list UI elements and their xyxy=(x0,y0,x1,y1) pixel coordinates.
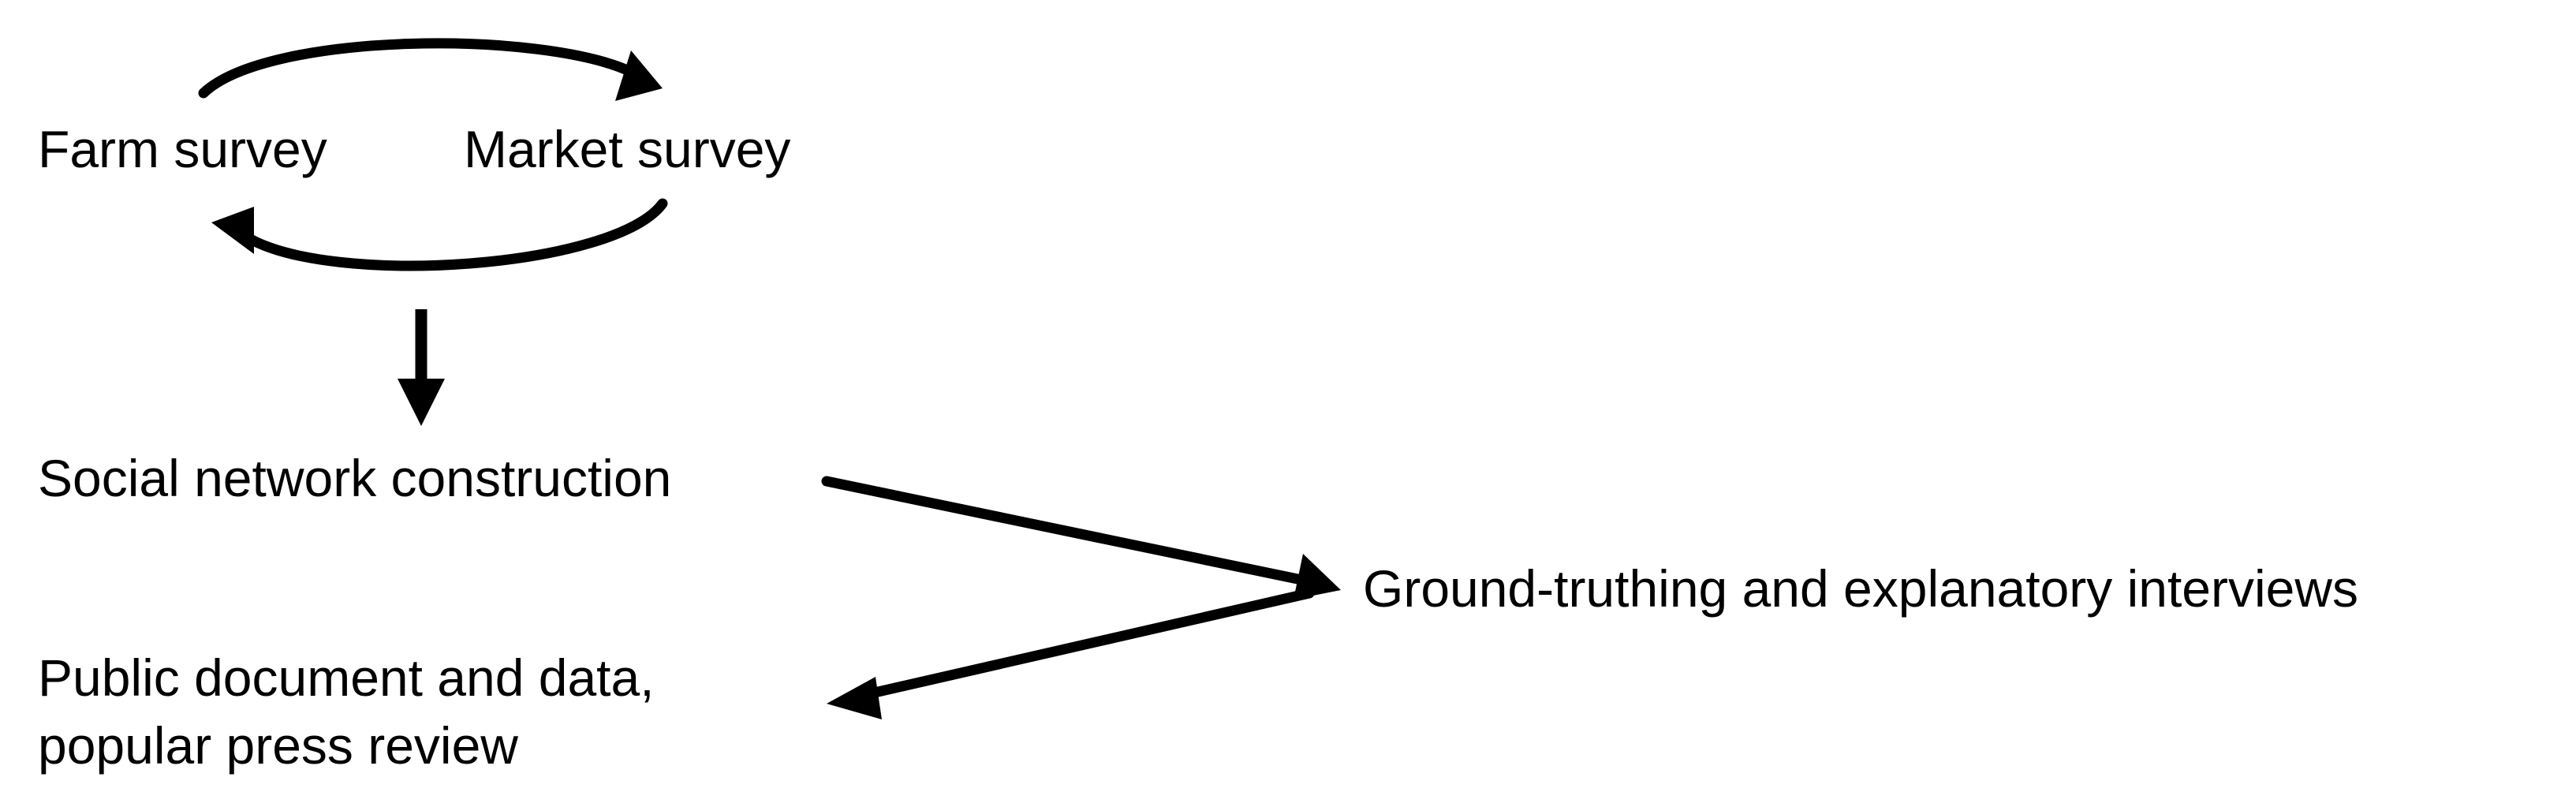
arrowhead-down-to-social-network xyxy=(398,379,445,426)
node-public-document-line1: Public document and data, xyxy=(38,648,655,707)
arrow-farm-to-market xyxy=(198,38,638,99)
arrow-social-to-ground-truthing xyxy=(821,476,1307,585)
arrowhead-farm-to-market xyxy=(615,50,663,101)
node-ground-truthing-interviews: Ground-truthing and explanatory intervie… xyxy=(1363,559,2359,618)
node-social-network-construction: Social network construction xyxy=(38,449,672,507)
node-public-document-line2: popular press review xyxy=(38,716,518,775)
arrowhead-market-to-farm xyxy=(211,207,254,254)
node-farm-survey: Farm survey xyxy=(38,120,327,178)
arrowhead-social-to-ground-truthing xyxy=(1294,554,1341,600)
arrowhead-ground-truthing-to-public xyxy=(827,677,882,719)
node-market-survey: Market survey xyxy=(464,120,791,178)
node-public-document-review: Public document and data, popular press … xyxy=(38,644,655,779)
arrow-ground-truthing-to-public xyxy=(862,588,1315,700)
arrow-market-to-farm xyxy=(241,198,668,271)
